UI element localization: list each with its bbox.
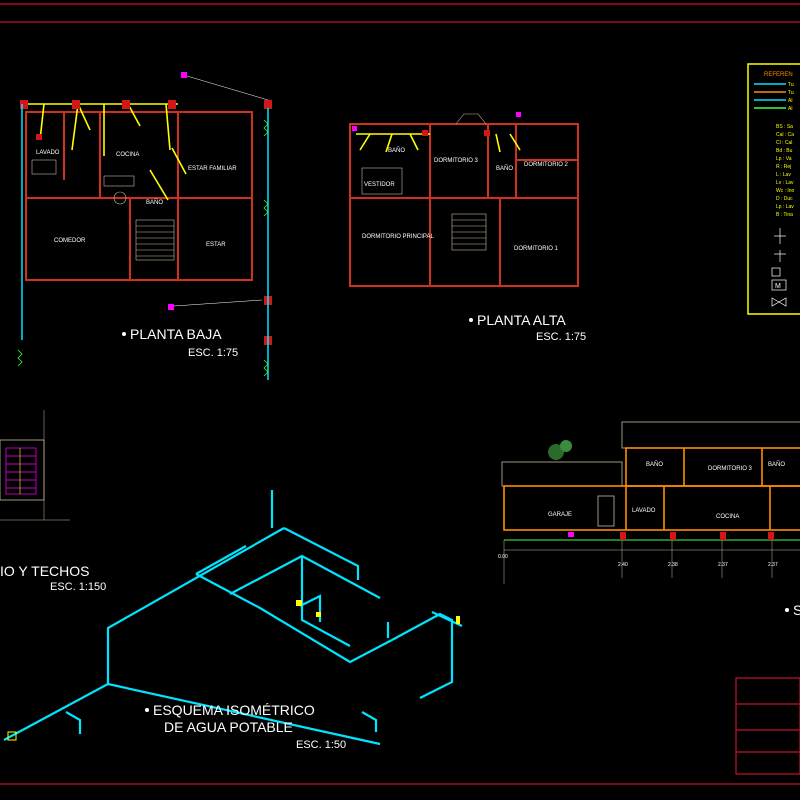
room-estar-familiar: ESTAR FAMILIAR	[188, 166, 237, 172]
legend-abbr-9: Wc : Ino	[776, 188, 795, 194]
room-lavado: LAVADO	[36, 150, 60, 156]
level-3: 2.37	[718, 562, 728, 568]
planta-baja-plan: LAVADO COCINA ESTAR FAMILIAR BAÑO COMEDO…	[17, 72, 272, 380]
legend-line-1: Tu	[788, 82, 794, 88]
room-bano-alta-2: BAÑO	[496, 165, 513, 172]
room-cocina: COCINA	[116, 152, 139, 158]
planta-alta-scale: ESC. 1:75	[536, 331, 586, 343]
room-dormitorio-2: DORMITORIO 2	[524, 162, 569, 168]
isometric-scale: ESC. 1:50	[296, 739, 346, 751]
room-dormitorio-principal: DORMITORIO PRINCIPAL	[362, 234, 434, 240]
legend-abbr-7: L : Lav	[776, 172, 791, 178]
room-comedor: COMEDOR	[54, 238, 86, 244]
section-room-lavado: LAVADO	[632, 508, 656, 514]
room-estar: ESTAR	[206, 242, 226, 248]
planta-alta-title: PLANTA ALTA	[477, 312, 566, 328]
legend-box: REFEREN Tu Tu Al Al BS : Sa Cal : Ca Cl …	[747, 63, 800, 315]
section-room-garaje: GARAJE	[548, 512, 572, 518]
legend-line-3: Al	[788, 98, 792, 104]
section-view: BAÑO DORMITORIO 3 BAÑO GARAJE LAVADO COC…	[498, 421, 800, 618]
section-room-bano-1: BAÑO	[646, 461, 663, 468]
isometric-water-diagram	[3, 490, 463, 746]
legend-abbr-2: Cal : Ca	[776, 132, 794, 138]
legend-line-2: Tu	[788, 90, 794, 96]
techos-plan: IO Y TECHOS ESC. 1:150	[0, 410, 106, 593]
techos-scale: ESC. 1:150	[50, 581, 106, 593]
section-room-bano-2: BAÑO	[768, 461, 785, 468]
section-room-dormitorio-3: DORMITORIO 3	[708, 466, 753, 472]
legend-abbr-4: Bd : Bu	[776, 148, 793, 154]
legend-abbr-6: R : Rej	[776, 164, 791, 170]
section-room-cocina: COCINA	[716, 514, 739, 520]
sheet-border	[0, 3, 800, 785]
legend-abbr-8: Lv : Lav	[776, 180, 794, 186]
title-block	[735, 677, 800, 775]
legend-line-4: Al	[788, 106, 792, 112]
room-dormitorio-1: DORMITORIO 1	[514, 246, 559, 252]
legend-abbr-10: D : Duc	[776, 196, 793, 202]
room-bano-baja: BAÑO	[146, 199, 163, 206]
legend-abbr-12: B : Tina	[776, 212, 793, 218]
legend-abbr-5: Lp : Va	[776, 156, 792, 162]
level-4: 2.37	[768, 562, 778, 568]
isometric-title-line2: DE AGUA POTABLE	[164, 719, 293, 735]
isometric-fittings	[7, 600, 460, 741]
legend-abbr-11: Lp : Lav	[776, 204, 794, 210]
isometric-title-line1: ESQUEMA ISOMÉTRICO	[153, 702, 315, 718]
techos-title: IO Y TECHOS	[0, 563, 89, 579]
level-0: 0.00	[498, 554, 508, 560]
room-vestidor: VESTIDOR	[364, 182, 395, 188]
planta-baja-title: PLANTA BAJA	[130, 326, 222, 342]
legend-symbols	[771, 228, 787, 307]
room-dormitorio-3: DORMITORIO 3	[434, 158, 479, 164]
level-1: 2.40	[618, 562, 628, 568]
legend-abbr-1: BS : Sa	[776, 124, 793, 130]
legend-title: REFEREN	[764, 72, 793, 78]
legend-abbr-3: Cl : Cal	[776, 140, 792, 146]
section-title: S	[793, 602, 800, 618]
level-2: 2.38	[668, 562, 678, 568]
meter-symbol: M	[775, 283, 781, 290]
planta-baja-scale: ESC. 1:75	[188, 347, 238, 359]
room-bano-alta-1: BAÑO	[388, 147, 405, 154]
planta-alta-plan: BAÑO DORMITORIO 3 BAÑO DORMITORIO 2 VEST…	[349, 112, 586, 343]
